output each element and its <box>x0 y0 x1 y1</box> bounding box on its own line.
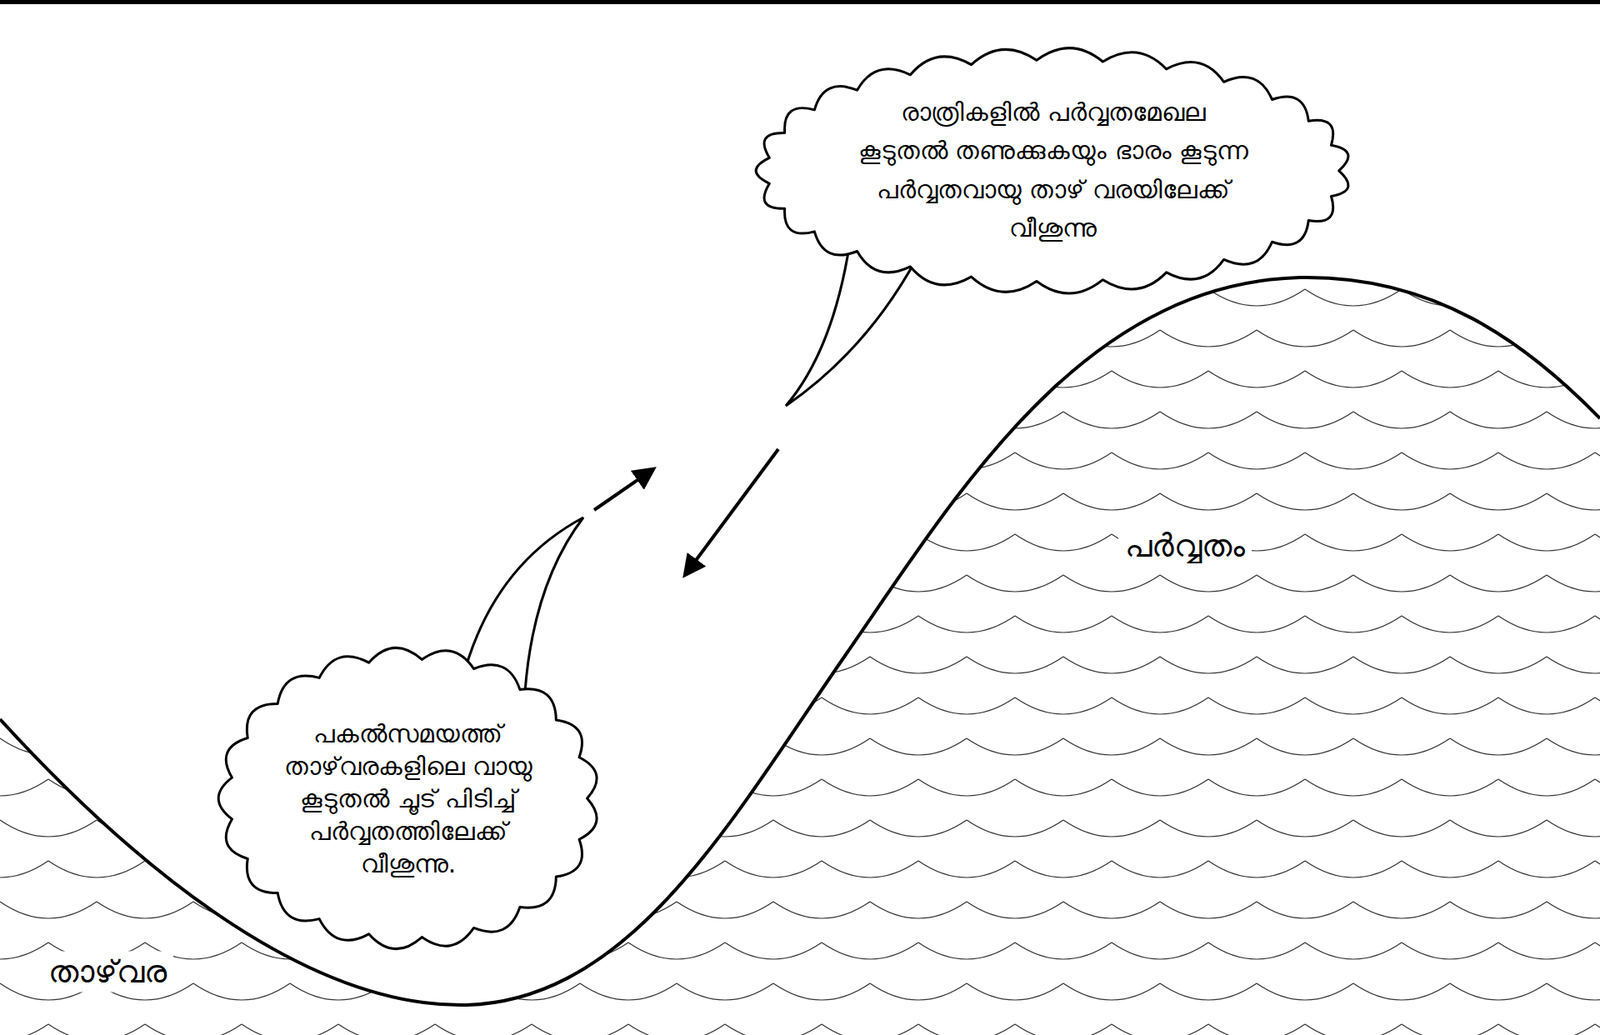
valley-breeze-arrow <box>594 469 654 510</box>
land-texture <box>0 250 1600 1035</box>
region-label: താഴ്‌വര <box>41 951 174 993</box>
callout-text: പകൽസമയത്ത് താഴ്‌വരകളിലെ വായു കൂടുതൽ ചൂട്… <box>283 717 534 880</box>
top-rule <box>0 0 1600 5</box>
callout-text: രാത്രികളിൽ പർവ്വതമേഖല കൂടുതൽ തണുക്കുകയും… <box>853 93 1254 249</box>
region-label: പർവ്വതം <box>1118 525 1252 567</box>
cloud-callout: രാത്രികളിൽ പർവ്വതമേഖല കൂടുതൽ തണുക്കുകയും… <box>750 43 1356 299</box>
mountain-breeze-arrow <box>685 449 779 575</box>
cloud-callout: പകൽസമയത്ത് താഴ്‌വരകളിലെ വായു കൂടുതൽ ചൂട്… <box>213 642 605 955</box>
cloud-outline-path <box>218 647 597 949</box>
cloud-outline-path <box>755 48 1349 294</box>
cloud-outline <box>750 43 1356 299</box>
